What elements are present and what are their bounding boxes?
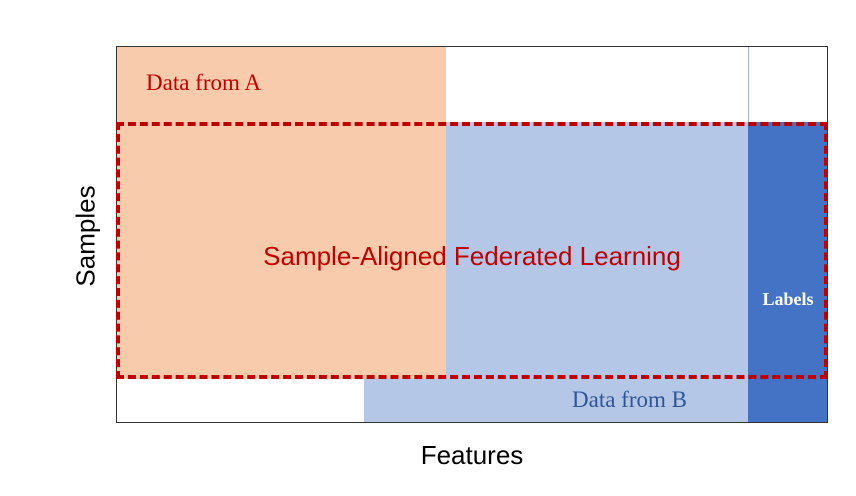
party-b-data-region <box>446 122 748 379</box>
labels-column-divider <box>748 46 749 122</box>
y-axis-label: Samples <box>70 185 101 287</box>
x-axis-label: Features <box>420 440 524 470</box>
party-b-label: Data from B <box>572 387 687 412</box>
sample-aligned-overlap-box <box>116 122 828 379</box>
labels-label: Labels <box>762 289 814 309</box>
party-b-data-region-lower <box>364 379 748 423</box>
party-a-label: Data from A <box>146 70 261 95</box>
party-a-data-region <box>116 46 446 379</box>
labels-region <box>748 122 828 423</box>
diagram-title: Sample-Aligned Federated Learning <box>263 241 681 271</box>
